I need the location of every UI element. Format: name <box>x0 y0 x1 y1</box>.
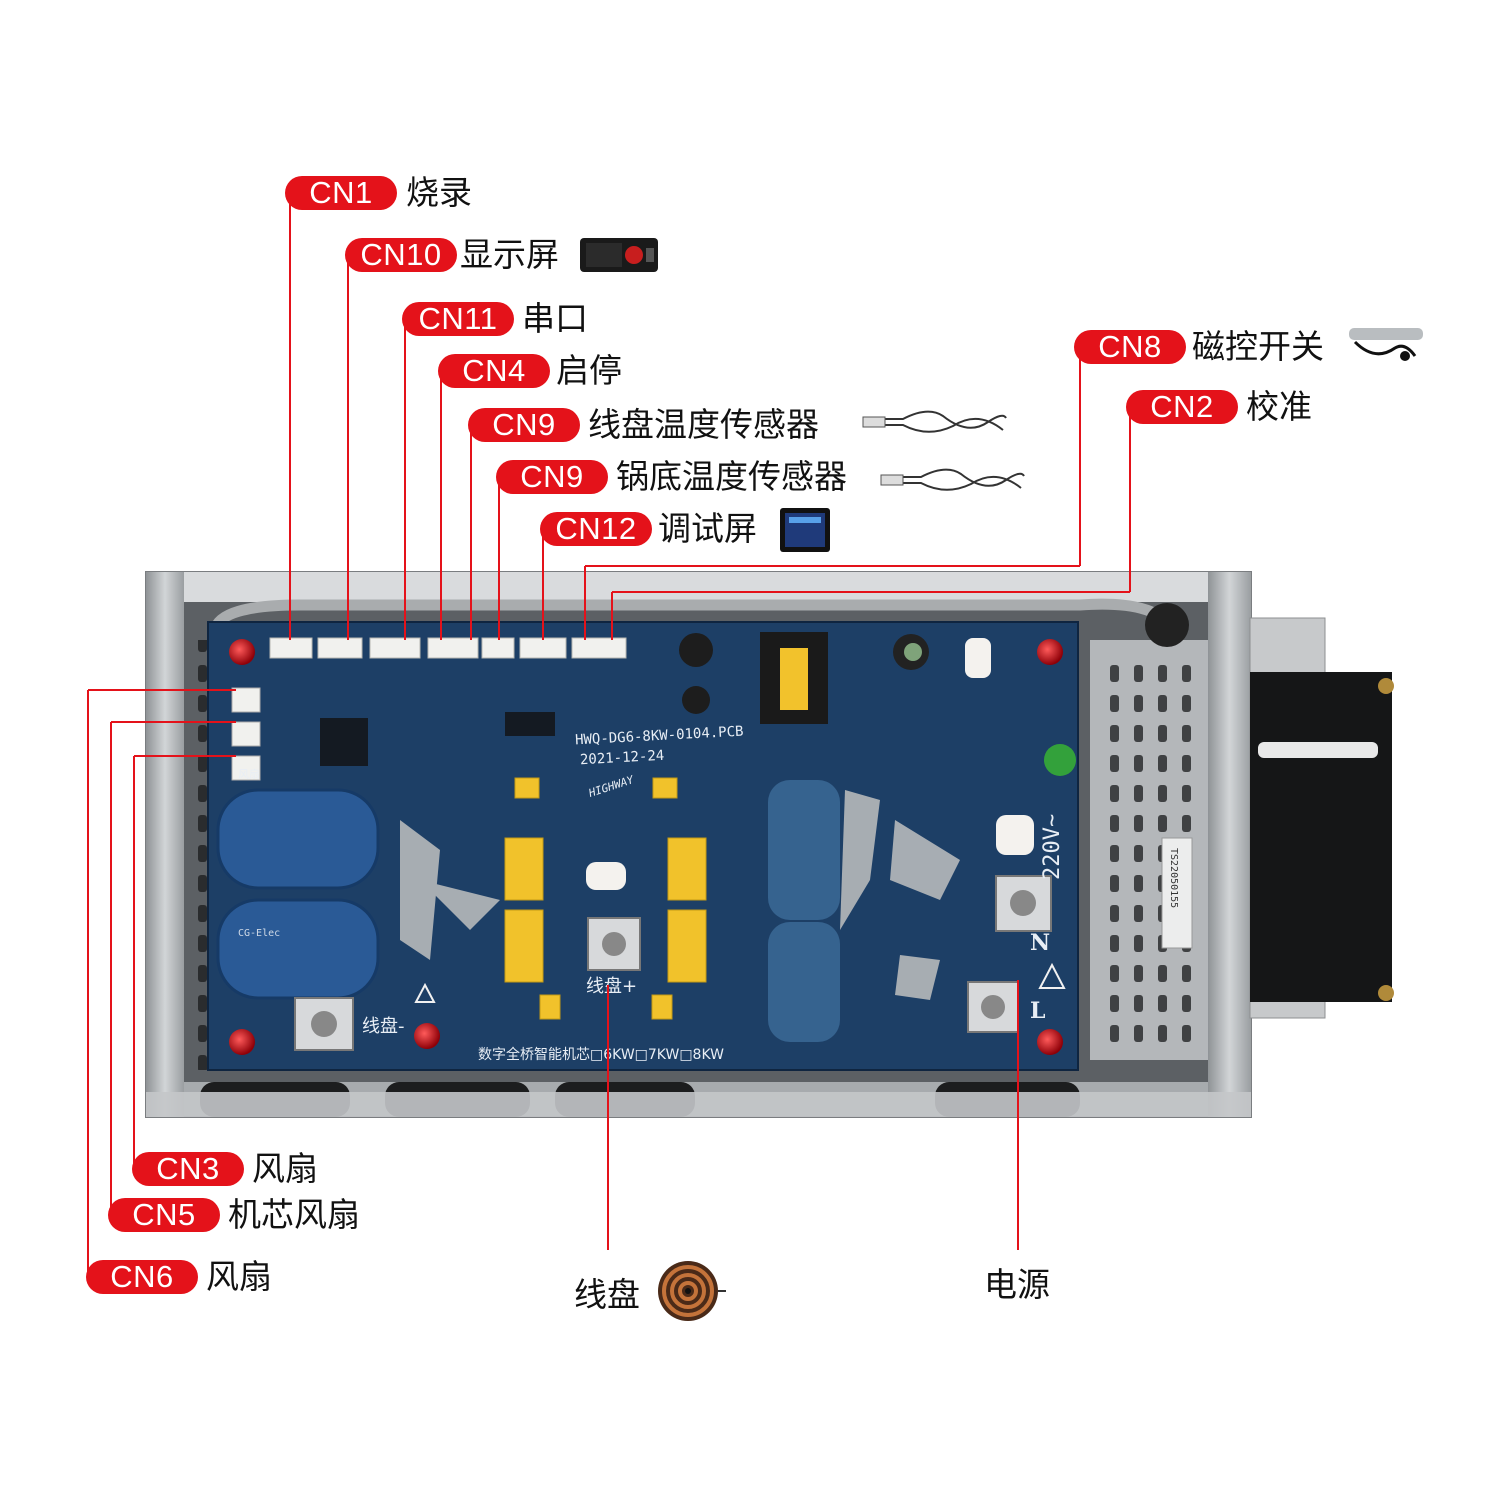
connector-code-badge: CN9 <box>468 408 580 442</box>
mounting-bolts <box>229 639 1063 1055</box>
leader-segment <box>289 190 291 640</box>
coil-sensor-thumbnail <box>862 410 1007 433</box>
serial-sticker-text: TS22050155 <box>1168 848 1179 909</box>
connector-code-badge: CN11 <box>402 302 514 336</box>
leader-segment <box>612 591 1130 593</box>
connector-function-label: 调试屏 <box>658 509 757 548</box>
connector-code-badge: CN6 <box>86 1260 198 1294</box>
leader-segment <box>542 526 544 640</box>
live-mark: L <box>1030 998 1046 1024</box>
connector-code-badge: CN5 <box>108 1198 220 1232</box>
leader-segment <box>585 565 1080 567</box>
capacitor-brand: CG-Elec <box>238 928 281 939</box>
connector-function-label: 串口 <box>522 299 588 338</box>
leader-segment <box>1079 344 1081 566</box>
fan-mark: 风扇 <box>238 768 260 781</box>
bus-capacitors <box>216 780 840 1042</box>
cooling-fan <box>1250 672 1392 1002</box>
leader-segment <box>134 755 236 757</box>
leader-segment <box>611 592 613 640</box>
leader-segment <box>88 689 236 691</box>
connector-function-label: 校准 <box>1246 387 1312 426</box>
connector-function-label: 烧录 <box>406 173 472 212</box>
induction-coil-thumbnail <box>658 1261 726 1321</box>
connector-code-badge: CN12 <box>540 512 652 546</box>
power-label: 电源 <box>984 1265 1050 1304</box>
connector-code-badge: CN10 <box>345 238 457 272</box>
leader-segment <box>111 721 236 723</box>
magnetic-switch-thumbnail <box>1349 328 1423 361</box>
connector-code-badge: CN1 <box>285 176 397 210</box>
leader-segment <box>607 985 609 1250</box>
leader-segment <box>498 474 500 640</box>
leader-segment <box>347 252 349 640</box>
connector-code-badge: CN4 <box>438 354 550 388</box>
resonant-capacitors <box>504 777 707 1020</box>
leader-segment <box>110 722 112 1212</box>
connector-function-label: 机芯风扇 <box>228 1195 360 1234</box>
connector-strip <box>269 637 627 659</box>
right-wall <box>1208 572 1251 1117</box>
neutral-mark: N <box>1030 930 1051 956</box>
leader-segment <box>1129 404 1131 592</box>
leader-segment <box>404 316 406 640</box>
debug-screen-thumbnail <box>780 508 830 552</box>
connector-function-label: 风扇 <box>206 1257 272 1296</box>
serial-sticker <box>1161 837 1193 949</box>
connector-code-badge: CN9 <box>496 460 608 494</box>
pot-bottom-sensor-thumbnail <box>880 468 1025 491</box>
connector-function-label: 启停 <box>556 351 622 390</box>
mcu-chip <box>320 718 368 766</box>
board-options-line: 数字全桥智能机芯□6KW□7KW□8KW <box>478 1047 724 1063</box>
leader-segment <box>133 756 135 1166</box>
voltage-mark: 220V~ <box>1040 813 1065 880</box>
leader-segment <box>584 566 586 640</box>
left-wall <box>146 572 184 1117</box>
connector-code-badge: CN3 <box>132 1152 244 1186</box>
coil-plus-mark: 线盘+ <box>586 976 638 997</box>
connector-function-label: 风扇 <box>252 1149 318 1188</box>
connector-function-label: 线盘温度传感器 <box>588 405 819 444</box>
display-screen-thumbnail <box>580 238 658 272</box>
connector-function-label: 磁控开关 <box>1192 327 1324 366</box>
leader-segment <box>87 690 89 1274</box>
leader-segment <box>470 422 472 640</box>
coil-label: 线盘 <box>574 1275 640 1314</box>
connector-function-label: 锅底温度传感器 <box>616 457 847 496</box>
leader-segment <box>1017 980 1019 1250</box>
connector-code-badge: CN2 <box>1126 390 1238 424</box>
coil-minus-mark: 线盘- <box>362 1016 405 1037</box>
leader-segment <box>440 368 442 640</box>
connector-code-badge: CN8 <box>1074 330 1186 364</box>
connector-function-label: 显示屏 <box>460 235 559 274</box>
